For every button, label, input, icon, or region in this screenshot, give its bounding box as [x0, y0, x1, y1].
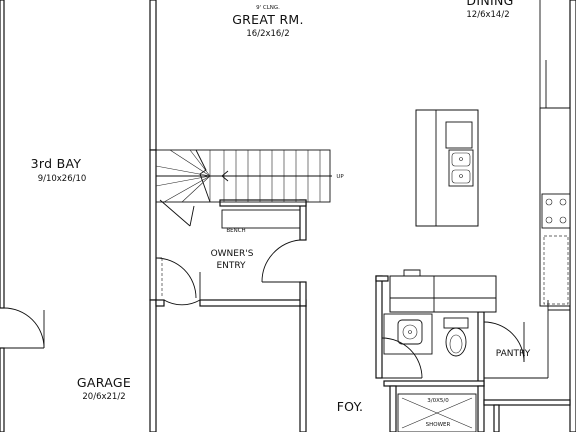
- wall-powder-top: [375, 275, 389, 282]
- wall-powder-bottom: [383, 380, 485, 387]
- wall-pantry-bottom: [483, 399, 571, 406]
- kitchen-counter: [539, 0, 571, 307]
- wall-garage-divider-mid: [149, 149, 157, 301]
- room-labels: 9' CLNG. GREAT RM. 16/2x16/2 DINING 12/6…: [31, 0, 531, 414]
- shower-size-label: 3/0X5/0: [427, 398, 449, 404]
- garage-door-swing: [3, 307, 45, 349]
- wall-stair-bottom: [219, 199, 307, 207]
- wall-entry-bottom-right: [199, 299, 307, 307]
- wall-left-exterior: [0, 0, 5, 309]
- dining-dims: 12/6x14/2: [466, 10, 509, 20]
- owners-entry-line2: ENTRY: [216, 261, 246, 271]
- great-room-ceiling-note: 9' CLNG.: [256, 5, 280, 11]
- wall-pantry-stub: [493, 404, 500, 432]
- sink-icon: [448, 149, 474, 187]
- vanity-sink-icon: [397, 319, 423, 345]
- wall-shower-left: [389, 385, 397, 432]
- wall-powder-left: [375, 275, 383, 379]
- third-bay-name: 3rd BAY: [31, 156, 82, 171]
- wall-powder-right: [477, 311, 485, 387]
- garage-name: GARAGE: [77, 375, 131, 390]
- owners-entry-doors: [155, 239, 301, 306]
- kitchen-island: [415, 109, 479, 227]
- owners-entry-line1: OWNER'S: [211, 249, 254, 259]
- range-icon: [541, 193, 571, 229]
- wall-right-exterior: [569, 0, 576, 432]
- stair-up-label: UP: [336, 174, 344, 180]
- toilet-icon: [443, 317, 469, 357]
- peninsula-counter: [389, 269, 497, 313]
- wall-left-exterior-lower: [0, 347, 5, 432]
- powder-room: [381, 313, 469, 379]
- shower-label: SHOWER: [426, 422, 451, 428]
- foyer-name: FOY.: [337, 399, 364, 414]
- staircase: UP: [155, 149, 344, 227]
- wall-garage-divider-upper: [149, 0, 157, 151]
- wall-entry-bottom: [155, 299, 165, 307]
- shower: 3/0X5/0 SHOWER: [397, 393, 477, 432]
- pantry-name: PANTRY: [496, 349, 531, 359]
- garage-dims: 20/6x21/2: [82, 392, 125, 402]
- great-room-name: GREAT RM.: [232, 12, 304, 27]
- wall-shower-right: [477, 385, 485, 432]
- third-bay-dims: 9/10x26/10: [38, 174, 87, 184]
- wall-entry-right-lower: [299, 281, 307, 307]
- wall-garage-interior: [299, 305, 307, 432]
- bench: BENCH: [221, 209, 301, 234]
- wall-garage-divider-lower: [149, 299, 157, 432]
- dining-name: DINING: [466, 0, 513, 8]
- great-room-dims: 16/2x16/2: [246, 29, 289, 39]
- bench-label: BENCH: [226, 228, 245, 234]
- pantry: [483, 300, 570, 379]
